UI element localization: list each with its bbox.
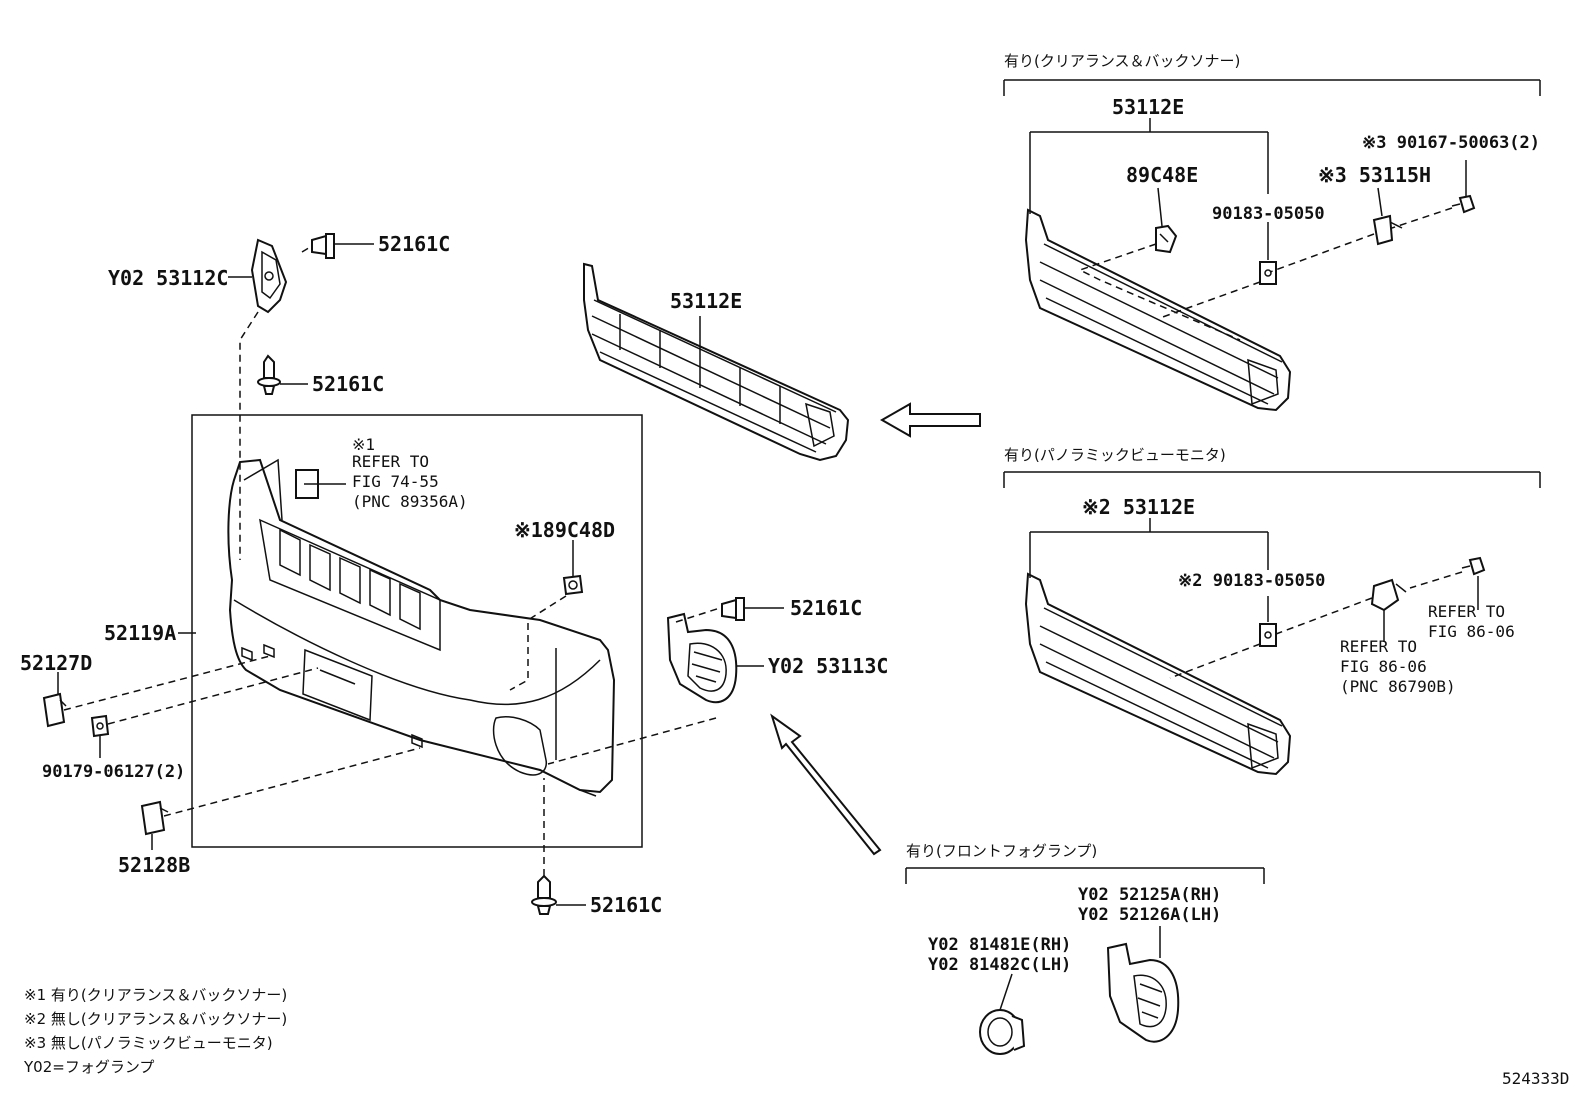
label-53112e-center: 53112E xyxy=(670,289,742,313)
group1-title: 有り(クリアランス＆バックソナー) xyxy=(1004,52,1240,70)
sensor-89c48e-drawing xyxy=(1155,224,1178,254)
cap-52128b-drawing xyxy=(140,800,169,836)
sensor-bracket-group2-drawing xyxy=(1370,578,1407,612)
group1-leaders xyxy=(1029,118,1467,341)
assembly-dashes-left xyxy=(63,245,721,876)
fog-lamp-drawing xyxy=(979,1009,1026,1055)
screw-90167-drawing xyxy=(1451,194,1476,214)
cap-52127d-drawing xyxy=(42,692,67,728)
group3-leaders xyxy=(999,926,1161,1011)
label-52161c-top: 52161C xyxy=(378,232,450,256)
group2-title: 有り(パノラミックビューモニタ) xyxy=(1004,446,1226,464)
note-2: ※2 無し(クリアランス＆バックソナー) xyxy=(24,1010,287,1028)
fog-lamp-bracket-drawing xyxy=(1106,942,1180,1043)
note-4: Y02=フォグランプ xyxy=(23,1058,154,1076)
label-89c48e: 89C48E xyxy=(1126,163,1198,187)
arrow-left xyxy=(879,402,981,438)
label-grp1-53112e: 53112E xyxy=(1112,95,1184,119)
note-3: ※3 無し(パノラミックビューモニタ) xyxy=(24,1034,273,1052)
arrow-up-left xyxy=(770,713,882,856)
retainer-90183-group1-drawing xyxy=(1259,261,1277,285)
label-52161c-upper: 52161C xyxy=(312,372,384,396)
bumper-frame-box xyxy=(191,414,643,848)
label-52127d: 52127D xyxy=(20,651,92,675)
grp2-refer-a2: FIG 86-06 xyxy=(1428,622,1515,641)
label-90179: 90179-06127(2) xyxy=(42,762,185,782)
retainer-90183-group2-drawing xyxy=(1259,623,1277,647)
sensor-89c48d-drawing xyxy=(562,574,584,596)
note-1: ※1 有り(クリアランス＆バックソナー) xyxy=(24,986,287,1004)
cover-53113c-drawing xyxy=(666,612,738,704)
figure-id: 524333D xyxy=(1502,1069,1569,1088)
label-52119a: 52119A xyxy=(104,621,176,645)
label-grp1-90183: 90183-05050 xyxy=(1212,204,1325,224)
label-grp2-53112e: ※2 53112E xyxy=(1082,495,1195,519)
group3-bracket xyxy=(905,867,1265,884)
label-52161c-bottom: 52161C xyxy=(590,893,662,917)
label-81481e: Y02 81481E(RH) xyxy=(928,935,1071,955)
group2-bracket xyxy=(1003,471,1541,488)
refer1-line2: FIG 74-55 xyxy=(352,472,439,491)
label-90167: ※3 90167-50063(2) xyxy=(1362,133,1540,153)
grille-53112e-group1-drawing xyxy=(1024,208,1292,412)
label-81482c: Y02 81482C(LH) xyxy=(928,955,1071,975)
grille-53112e-group2-drawing xyxy=(1024,572,1292,776)
bracket-53112c-drawing xyxy=(250,238,288,314)
leader-lines-left xyxy=(57,243,784,906)
grp2-refer-b1: REFER TO xyxy=(1340,637,1417,656)
grp2-refer-b2: FIG 86-06 xyxy=(1340,657,1427,676)
refer1-line3: (PNC 89356A) xyxy=(352,492,468,511)
nut-90179-drawing xyxy=(90,714,110,738)
label-53115h: ※3 53115H xyxy=(1318,163,1431,187)
clip-52161c-upper-drawing xyxy=(257,354,281,395)
clip-52161c-bottom-drawing xyxy=(531,874,557,915)
label-grp2-90183: ※2 90183-05050 xyxy=(1178,571,1325,591)
grille-53112e-center-drawing xyxy=(583,262,850,462)
label-53112c: Y02 53112C xyxy=(108,266,228,290)
label-89c48d: ※189C48D xyxy=(514,518,615,542)
label-52126a: Y02 52126A(LH) xyxy=(1078,905,1221,925)
label-52161c-right: 52161C xyxy=(790,596,862,620)
grp2-refer-a1: REFER TO xyxy=(1428,602,1505,621)
bumper-52119a-drawing xyxy=(227,458,616,797)
label-52128b: 52128B xyxy=(118,853,190,877)
group2-leaders xyxy=(1029,518,1479,679)
refer1-line1: REFER TO xyxy=(352,452,429,471)
clip-52161c-top-drawing xyxy=(311,233,344,259)
label-53113c: Y02 53113C xyxy=(768,654,888,678)
screw-group2-drawing xyxy=(1461,556,1486,576)
grp2-refer-b3: (PNC 86790B) xyxy=(1340,677,1456,696)
clip-52161c-right-drawing xyxy=(721,597,745,621)
refer1-mark: ※1 xyxy=(352,435,375,454)
group3-title: 有り(フロントフォグランプ) xyxy=(906,842,1097,860)
label-52125a: Y02 52125A(RH) xyxy=(1078,885,1221,905)
group1-bracket xyxy=(1003,79,1541,96)
bracket-53115h-drawing xyxy=(1372,214,1403,246)
